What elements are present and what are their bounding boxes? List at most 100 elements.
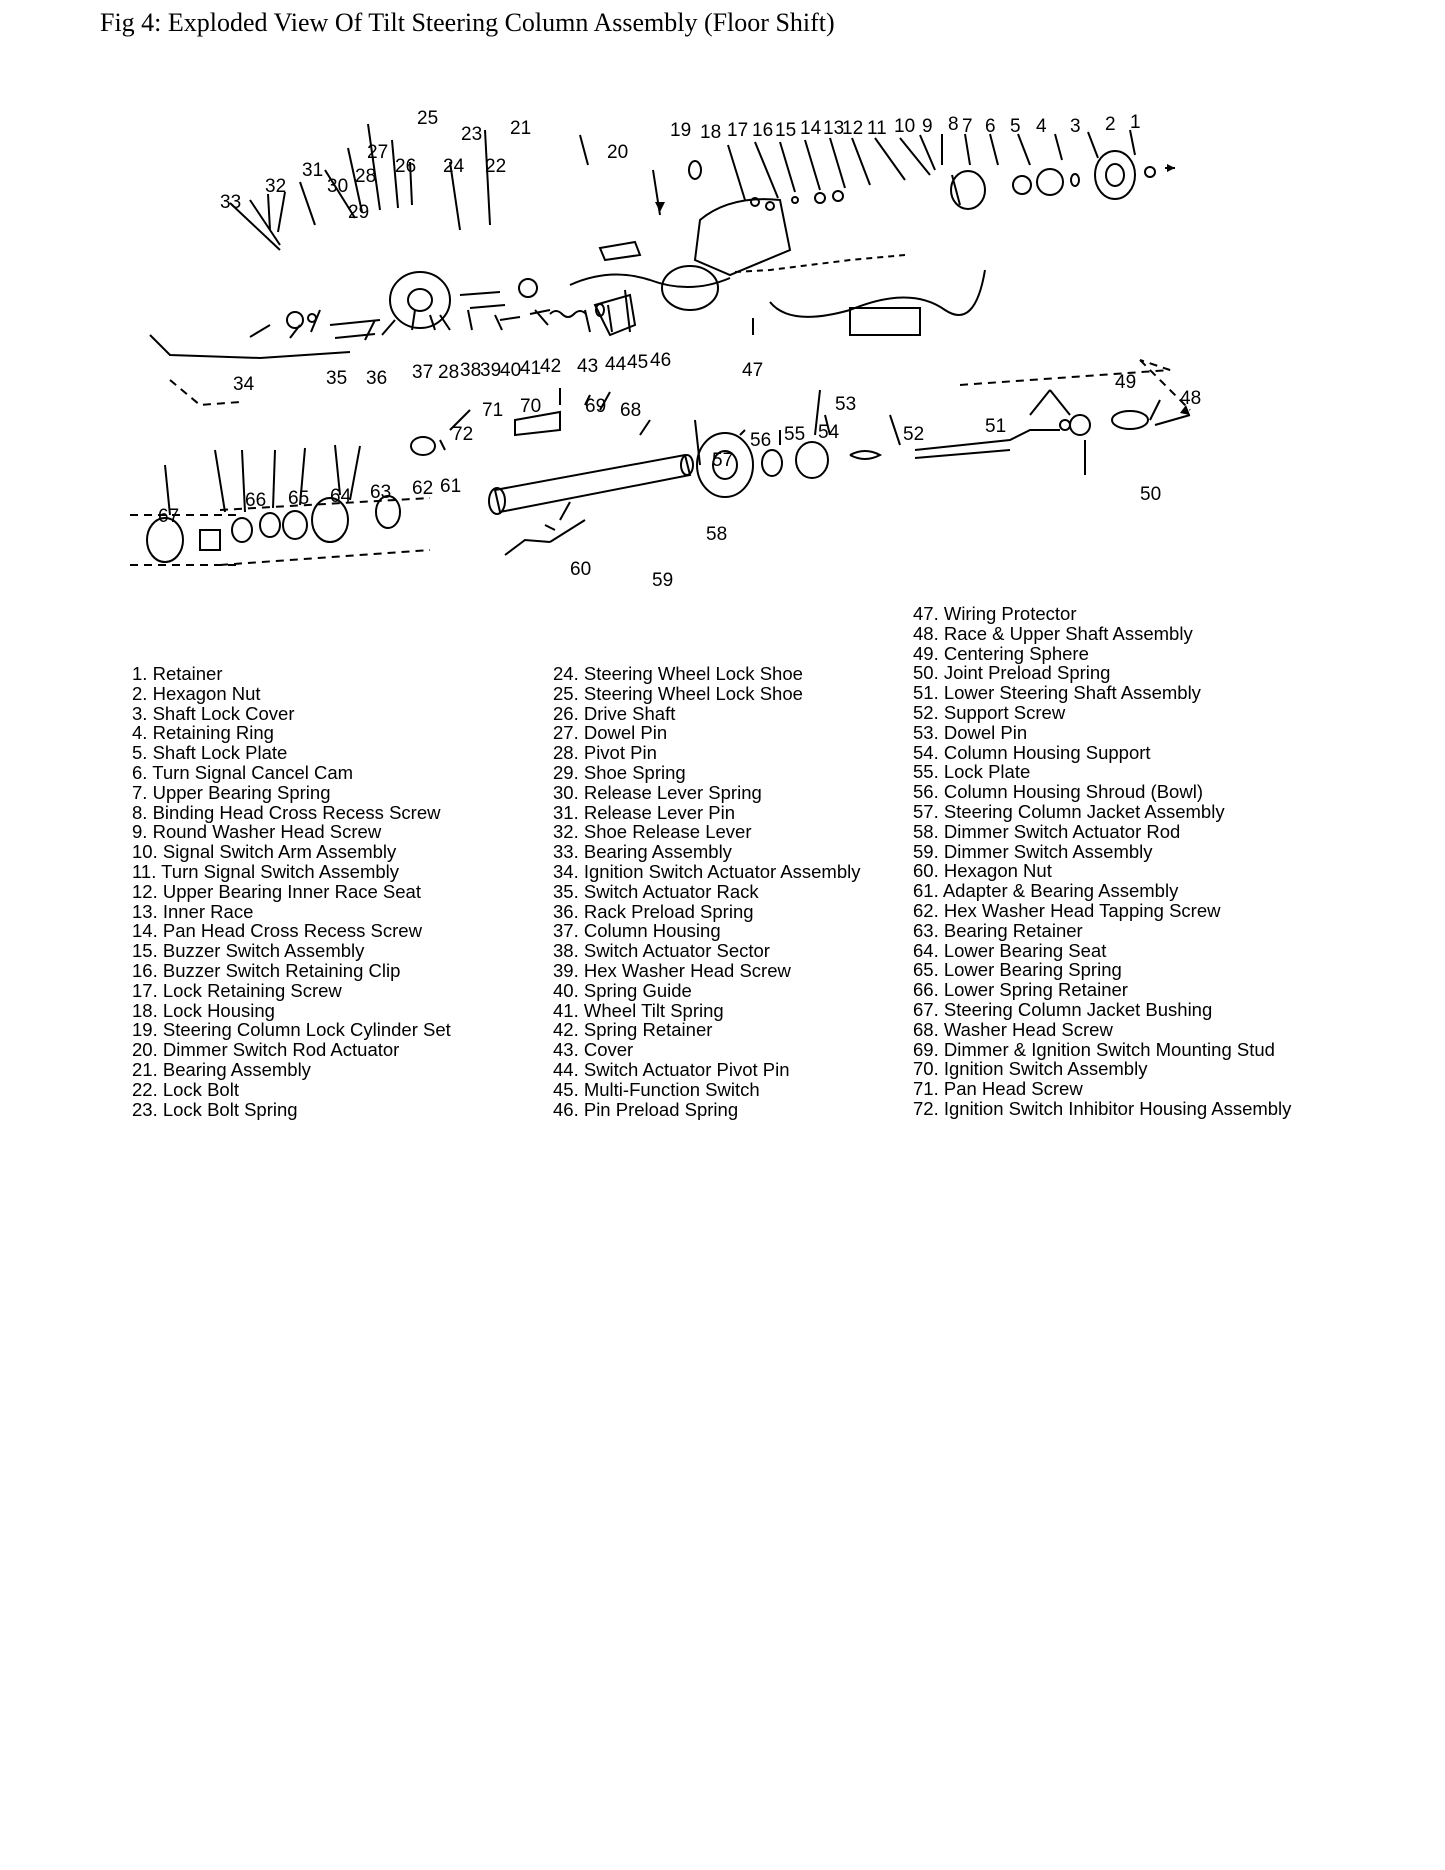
callout-label: 70	[520, 396, 541, 417]
legend-item-number: 56.	[913, 781, 939, 803]
callout-label: 1	[1130, 112, 1141, 133]
legend-item-name: Upper Bearing Spring	[152, 781, 331, 803]
legend-item-number: 5.	[132, 742, 148, 764]
legend-item-number: 25.	[553, 682, 579, 704]
callout-label: 11	[867, 118, 887, 139]
callout-label: 62	[412, 478, 433, 499]
legend-item-name: Dowel Pin	[943, 721, 1028, 743]
legend-item-name: Ignition Switch Inhibitor Housing Assemb…	[943, 1097, 1292, 1119]
legend-item: 58. Dimmer Switch Actuator Rod	[913, 820, 1291, 842]
legend-item-number: 42.	[553, 1019, 579, 1041]
legend-item: 29. Shoe Spring	[553, 763, 860, 783]
legend-item-name: Dowel Pin	[583, 722, 668, 744]
legend-item-name: Ignition Switch Assembly	[943, 1058, 1148, 1080]
legend-item: 48. Race & Upper Shaft Assembly	[913, 623, 1291, 644]
callout-label: 19	[670, 120, 691, 141]
dimmer-switch-59	[504, 538, 551, 556]
callout-label: 23	[461, 124, 482, 145]
legend-item: 4. Retaining Ring	[132, 723, 451, 743]
legend-item-name: Steering Column Jacket Assembly	[943, 800, 1225, 822]
legend-item-name: Lock Retaining Screw	[162, 979, 342, 1001]
legend-item-number: 62.	[913, 899, 939, 921]
legend-item-number: 26.	[553, 702, 579, 724]
callout-label: 54	[818, 422, 840, 443]
legend-item: 27. Dowel Pin	[553, 723, 860, 743]
legend-item: 19. Steering Column Lock Cylinder Set	[132, 1020, 451, 1040]
callout-label: 46	[650, 350, 671, 371]
legend-item-number: 30.	[553, 781, 579, 803]
legend-item: 49. Centering Sphere	[913, 642, 1291, 664]
callout-label: 27	[367, 142, 388, 163]
legend-item: 31. Release Lever Pin	[553, 802, 860, 823]
callout-label: 35	[326, 368, 347, 389]
legend-item-name: Binding Head Cross Recess Screw	[152, 801, 441, 823]
callout-label: 43	[577, 356, 598, 377]
legend-item-name: Column Housing	[583, 920, 721, 942]
legend-item: 66. Lower Spring Retainer	[913, 980, 1291, 1000]
legend-item: 17. Lock Retaining Screw	[132, 979, 451, 1001]
callout-label: 56	[750, 430, 771, 451]
callout-label: 2	[1105, 114, 1116, 135]
legend-item-number: 55.	[913, 761, 939, 783]
legend-item: 62. Hex Washer Head Tapping Screw	[913, 901, 1291, 921]
lower-bearing-seat-64	[282, 510, 308, 540]
legend-item-name: Upper Bearing Inner Race Seat	[162, 880, 421, 902]
legend-item: 45. Multi-Function Switch	[553, 1078, 860, 1100]
legend-item-number: 17.	[132, 979, 158, 1001]
legend-item-name: Lower Bearing Spring	[943, 959, 1122, 981]
legend-item: 10. Signal Switch Arm Assembly	[132, 842, 451, 862]
legend-item: 34. Ignition Switch Actuator Assembly	[553, 862, 860, 882]
legend-item-name: Lock Bolt Spring	[162, 1098, 298, 1120]
legend-item-number: 12.	[132, 880, 158, 902]
callout-label: 5	[1010, 116, 1021, 137]
callout-label: 29	[348, 202, 369, 223]
callout-label: 28	[355, 166, 376, 187]
legend-item-name: Turn Signal Switch Assembly	[161, 860, 400, 882]
legend-item-number: 45.	[553, 1078, 579, 1100]
ignition-switch-70	[514, 410, 561, 437]
callout-label: 69	[585, 396, 606, 417]
callout-label: 8	[948, 114, 959, 135]
legend-item-name: Signal Switch Arm Assembly	[162, 841, 397, 863]
legend-item-name: Dimmer Switch Actuator Rod	[943, 820, 1181, 842]
legend-item-name: Round Washer Head Screw	[152, 821, 382, 843]
bearing-21	[518, 278, 538, 298]
legend-item-number: 52.	[913, 701, 939, 723]
legend-item-number: 46.	[553, 1098, 579, 1120]
legend-item-number: 43.	[553, 1039, 579, 1061]
legend-item-number: 68.	[913, 1018, 939, 1040]
legend-item-name: Shoe Release Lever	[583, 821, 752, 843]
legend-item: 22. Lock Bolt	[132, 1078, 451, 1100]
legend-item-name: Buzzer Switch Retaining Clip	[162, 959, 401, 981]
inner-race-13	[814, 192, 826, 204]
legend-item-number: 49.	[913, 642, 939, 664]
legend-item-name: Adapter & Bearing Assembly	[942, 880, 1179, 902]
legend-item-name: Wheel Tilt Spring	[583, 999, 724, 1021]
callout-label: 14	[800, 118, 822, 139]
dashed-outline-lower	[959, 359, 1171, 386]
legend-item-number: 67.	[913, 998, 939, 1020]
callout-label: 28	[438, 362, 459, 383]
legend-item: 28. Pivot Pin	[553, 743, 860, 763]
legend-item: 2. Hexagon Nut	[132, 683, 451, 704]
legend-item-number: 57.	[913, 800, 939, 822]
legend-item-name: Lower Bearing Seat	[943, 939, 1107, 961]
legend-item-name: Shoe Spring	[583, 761, 686, 783]
legend-item-number: 22.	[132, 1078, 158, 1100]
lower-bearing-spring-65	[259, 512, 281, 538]
legend-item: 32. Shoe Release Lever	[553, 822, 860, 842]
support-screw-52	[849, 450, 883, 460]
legend-item-name: Pin Preload Spring	[583, 1098, 739, 1120]
legend-item-name: Steering Column Jacket Bushing	[943, 998, 1213, 1020]
legend-item-name: Centering Sphere	[943, 642, 1089, 664]
callout-label: 71	[482, 400, 503, 421]
legend-item: 36. Rack Preload Spring	[553, 901, 860, 922]
legend-item: 11. Turn Signal Switch Assembly	[132, 862, 451, 882]
legend-item-name: Steering Column Lock Cylinder Set	[162, 1019, 451, 1041]
callout-label: 20	[607, 142, 628, 163]
legend-item: 70. Ignition Switch Assembly	[913, 1059, 1291, 1079]
legend-item: 44. Switch Actuator Pivot Pin	[553, 1060, 860, 1080]
legend-item-name: Washer Head Screw	[943, 1018, 1113, 1040]
lock-plate-55	[761, 449, 783, 477]
legend-item-number: 3.	[132, 702, 148, 724]
